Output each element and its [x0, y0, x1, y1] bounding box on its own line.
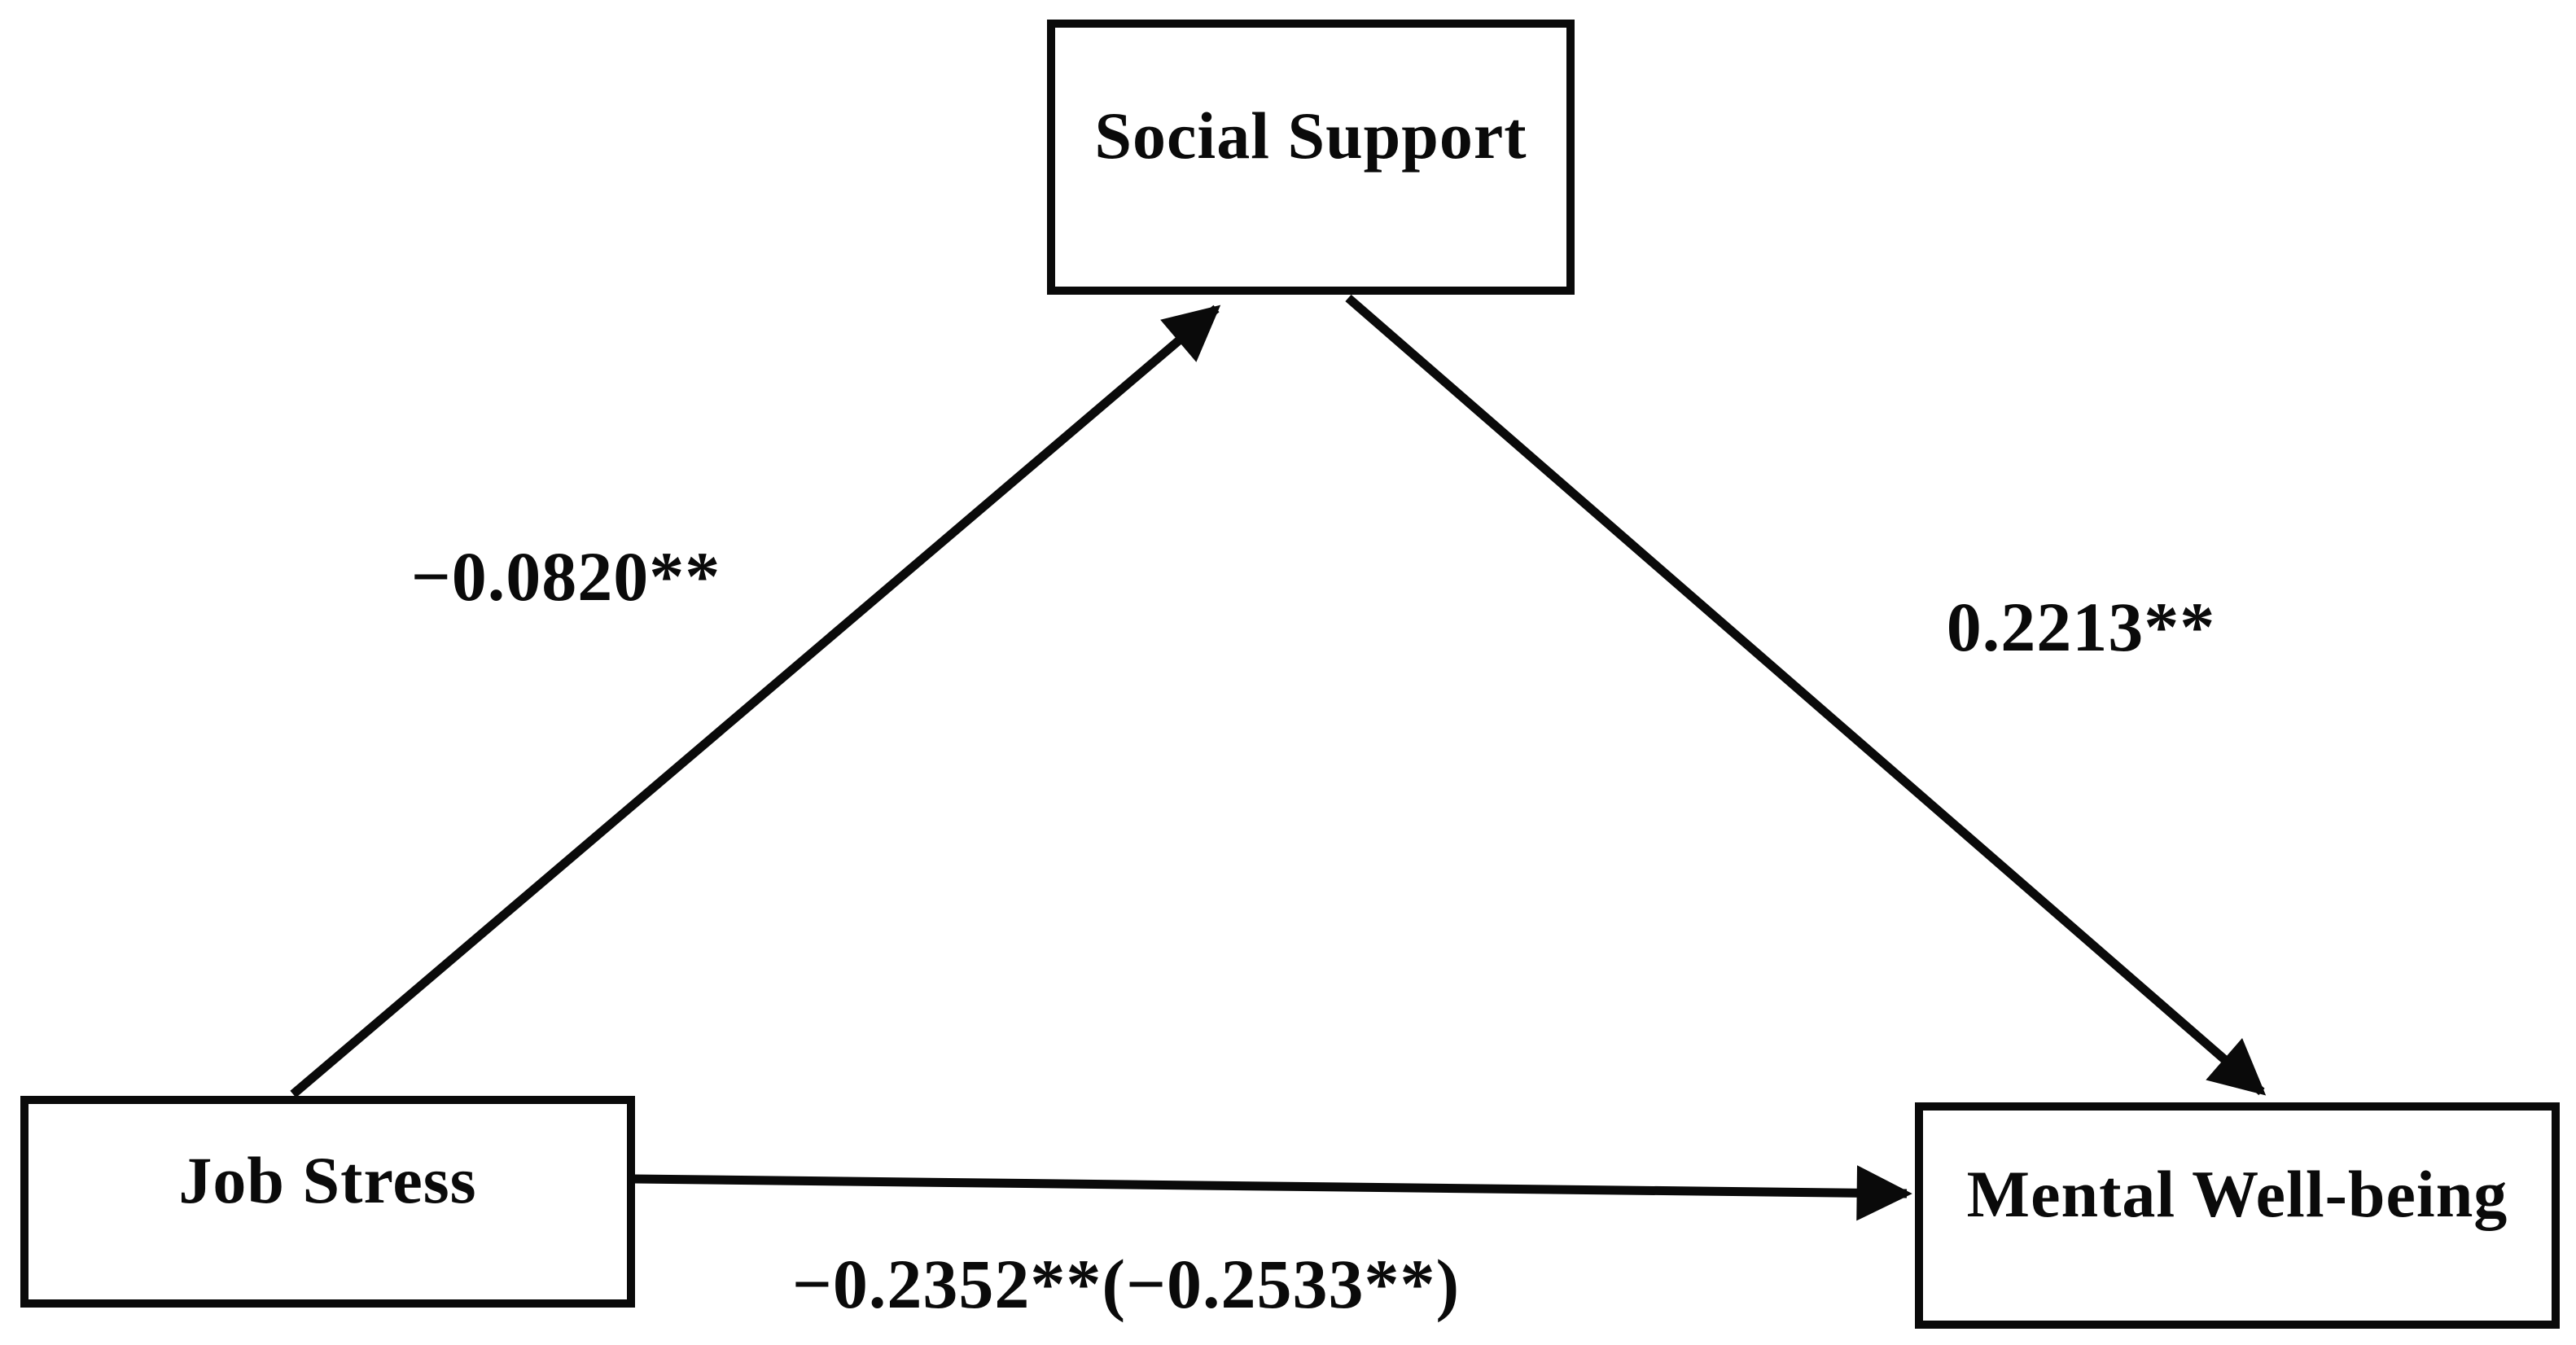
coefficient-label-a-path: −0.0820**	[410, 537, 721, 616]
arrow-social-support-to-mental-well-being	[1345, 294, 2267, 1096]
arrow-job-stress-to-social-support	[290, 304, 1221, 1098]
node-social-support: Social Support	[1047, 20, 1575, 295]
coefficient-label-c-path: −0.2352**(−0.2533**)	[791, 1245, 1461, 1323]
coefficient-label-b-path: 0.2213**	[1946, 588, 2216, 666]
node-mental-well-being: Mental Well-being	[1915, 1102, 2560, 1329]
node-mental-well-being-label: Mental Well-being	[1966, 1157, 2508, 1231]
node-job-stress: Job Stress	[20, 1096, 635, 1308]
arrow-job-stress-to-mental-well-being	[633, 1165, 1912, 1221]
node-job-stress-label: Job Stress	[178, 1143, 477, 1217]
node-social-support-label: Social Support	[1094, 99, 1527, 173]
